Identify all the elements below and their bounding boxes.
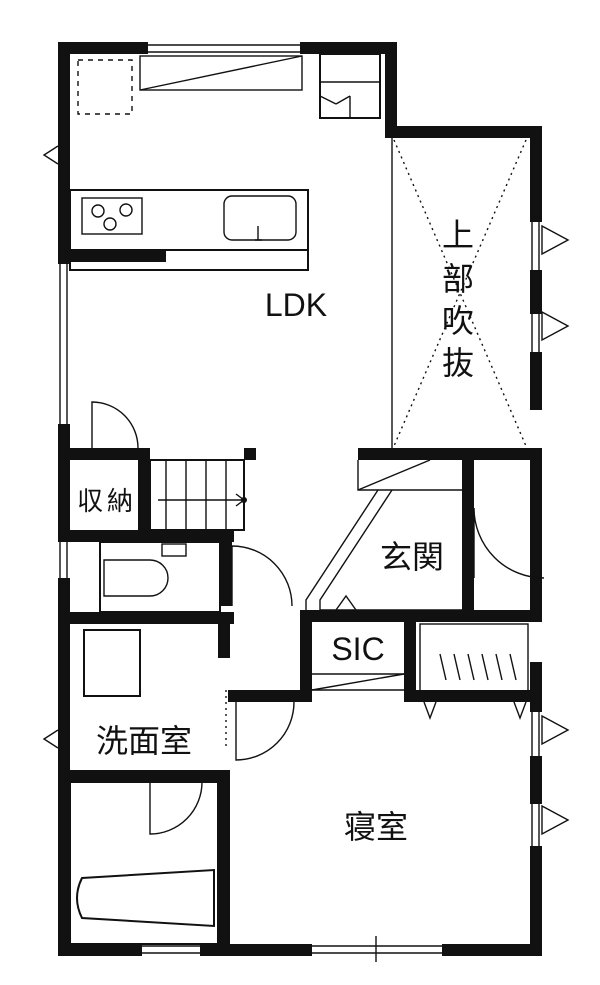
bathtub-icon bbox=[76, 868, 215, 928]
cupboard-door-icon bbox=[319, 95, 351, 118]
room-label-entrance: 玄関 bbox=[380, 539, 444, 575]
bedroom-door-icon[interactable] bbox=[235, 701, 295, 761]
ldk-door-icon[interactable] bbox=[91, 401, 139, 449]
exterior-vents bbox=[42, 145, 570, 836]
kitchen bbox=[69, 53, 381, 271]
entrance-door-icon[interactable] bbox=[473, 507, 545, 579]
fridge-space bbox=[77, 59, 133, 115]
svg-text:上: 上 bbox=[442, 217, 474, 253]
svg-text:部: 部 bbox=[442, 261, 474, 297]
outer-walls bbox=[58, 42, 542, 956]
entrance-step bbox=[305, 489, 393, 610]
washroom bbox=[83, 629, 141, 697]
toilet bbox=[99, 541, 221, 613]
washing-machine-space bbox=[83, 629, 141, 697]
entrance bbox=[305, 459, 462, 611]
svg-text:吹: 吹 bbox=[442, 303, 474, 339]
svg-text:納: 納 bbox=[107, 486, 133, 516]
svg-text:抜: 抜 bbox=[442, 345, 474, 381]
void-area bbox=[391, 138, 527, 448]
bath-door-icon[interactable] bbox=[149, 781, 203, 835]
sink-icon bbox=[223, 195, 297, 241]
room-label-ldk: LDK bbox=[265, 287, 327, 323]
windows bbox=[59, 44, 540, 962]
range-hood bbox=[139, 55, 303, 91]
stove-icon bbox=[81, 197, 143, 235]
room-label-storage: 収 納 bbox=[77, 486, 133, 516]
stairs bbox=[149, 459, 247, 531]
closet-door-icon[interactable] bbox=[423, 701, 527, 720]
room-label-void: 上 部 吹 抜 bbox=[442, 217, 474, 381]
toilet-icon bbox=[103, 559, 169, 597]
room-label-washroom: 洗面室 bbox=[96, 723, 192, 759]
toilet-door-icon[interactable] bbox=[231, 545, 293, 607]
sic bbox=[311, 673, 405, 691]
interior-walls bbox=[58, 448, 542, 956]
doors bbox=[91, 401, 545, 835]
room-label-sic: SIC bbox=[331, 631, 384, 667]
bath bbox=[69, 781, 219, 945]
stair-arrow-icon bbox=[158, 493, 246, 507]
room-label-bedroom: 寝室 bbox=[344, 809, 408, 845]
closet bbox=[419, 623, 529, 720]
svg-text:収: 収 bbox=[77, 486, 103, 516]
